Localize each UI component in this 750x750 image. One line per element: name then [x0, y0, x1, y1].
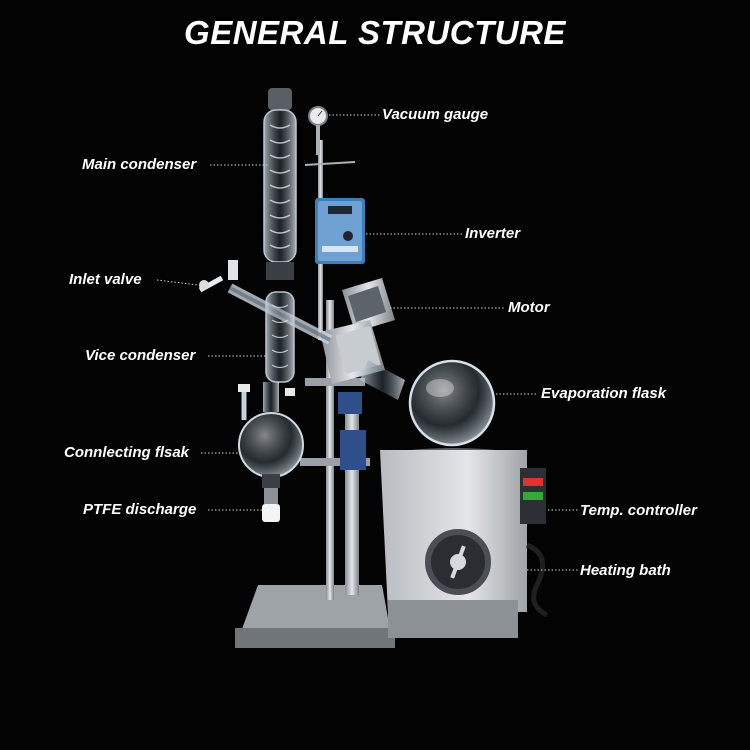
evaporation-flask [360, 359, 496, 447]
label-evaporation-flask: Evaporation flask [541, 385, 667, 402]
diagram-title: GENERAL STRUCTURE [184, 14, 566, 51]
base-plate [235, 585, 395, 648]
inlet-valve [198, 260, 333, 345]
label-vice-condenser: Vice condenser [85, 347, 196, 364]
collecting-flask [238, 382, 304, 488]
leader-inlet-valve [156, 279, 199, 286]
main-condenser [263, 88, 297, 280]
heating-bath [380, 448, 549, 638]
label-temp-controller: Temp. controller [580, 502, 697, 519]
label-inlet-valve: Inlet valve [69, 271, 142, 288]
label-main-condenser: Main condenser [82, 156, 197, 173]
motor-unit [320, 278, 395, 384]
label-collecting-flask: Connlecting flsak [64, 444, 190, 461]
label-motor: Motor [508, 299, 550, 316]
label-inverter: Inverter [465, 225, 521, 242]
inverter-box [315, 198, 365, 264]
ptfe-discharge [262, 488, 280, 522]
label-vacuum-gauge: Vacuum gauge [382, 106, 489, 123]
label-heating-bath: Heating bath [580, 562, 671, 579]
leader-lines [156, 114, 578, 571]
label-ptfe-discharge: PTFE discharge [83, 501, 197, 518]
vacuum-gauge-icon [304, 106, 356, 166]
vice-condenser [265, 291, 295, 383]
